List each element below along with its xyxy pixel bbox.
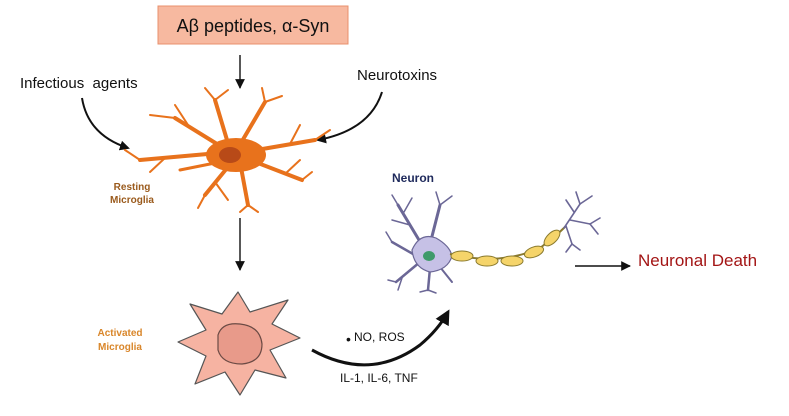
resting-microglia-label-line2: Microglia <box>110 195 154 206</box>
resting-microglia-nucleus <box>219 147 241 163</box>
abeta-syn-box: Aβ peptides, α-Syn <box>157 5 349 45</box>
resting-microglia-label-line1: Resting <box>114 182 151 193</box>
mediators-no-ros: NO, ROS <box>354 330 405 344</box>
abeta-syn-label: Aβ peptides, α-Syn <box>177 16 330 36</box>
arrow-infectious-to-resting <box>81 97 130 151</box>
mediators-cytokines: IL-1, IL-6, TNF <box>340 371 418 385</box>
neuron-axon-terminals <box>563 191 601 253</box>
arrow-activated-to-neuron <box>311 309 450 367</box>
mediator-bullet: • <box>346 331 351 347</box>
neuron-nucleus <box>423 251 435 261</box>
neuronal-death-label: Neuronal Death <box>638 251 757 270</box>
neuron-label: Neuron <box>392 171 434 185</box>
activated-microglia-label-line1: Activated <box>97 328 142 339</box>
myelin-segment-3 <box>500 255 524 267</box>
activated-microglia-nucleus <box>217 323 263 365</box>
infectious-agents-label: Infectious agents <box>20 75 138 92</box>
myelin-segment-2 <box>475 255 499 267</box>
arrow-neurotoxins-to-resting <box>316 91 383 144</box>
activated-microglia-label-line2: Microglia <box>98 342 142 353</box>
neurotoxins-label: Neurotoxins <box>357 67 437 84</box>
myelin-segment-1 <box>450 250 474 262</box>
myelin-segment-5 <box>543 229 561 247</box>
myelin-segment-4 <box>523 245 545 259</box>
